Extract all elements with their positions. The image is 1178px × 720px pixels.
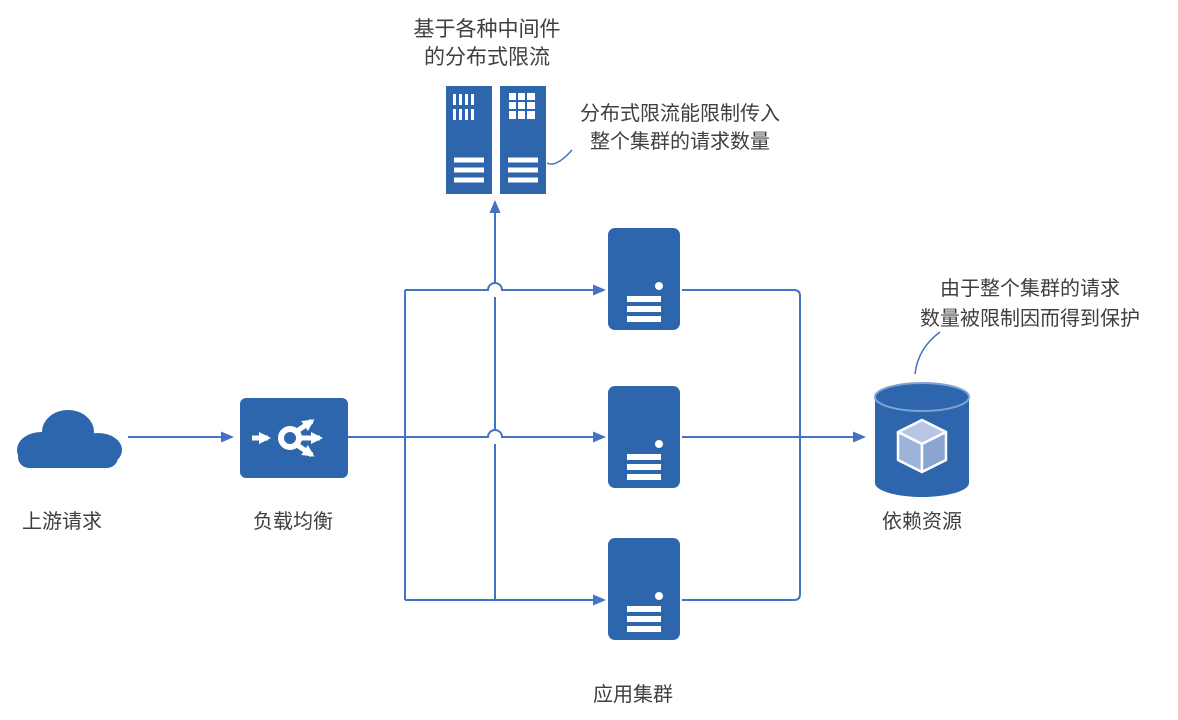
node-app-server-3 [608,538,680,645]
protection-note-line-2: 数量被限制因而得到保护 [920,308,1140,330]
app-server-icon [608,228,680,330]
upstream-label: 上游请求 [22,511,102,533]
node-database [872,380,972,505]
node-rate-limiter [446,86,546,199]
app-server-icon [608,386,680,488]
protection-note: 由于整个集群的请求 数量被限制因而得到保护 [920,274,1140,334]
node-load-balancer [240,398,348,483]
node-app-server-1 [608,228,680,335]
diagram-title-line-2: 的分布式限流 [424,46,550,69]
dependency-label: 依赖资源 [882,511,962,533]
node-upstream [8,400,126,483]
load-balancer-label: 负载均衡 [253,511,333,533]
cloud-icon [17,410,122,468]
protection-note-line-1: 由于整个集群的请求 [940,278,1120,300]
diagram-title: 基于各种中间件 的分布式限流 [414,16,561,72]
app-cluster-label: 应用集群 [593,684,673,706]
load-balancer-icon [240,398,348,478]
line-top-server-to-merge [682,289,801,437]
cube-icon [896,418,948,474]
diagram-title-line-1: 基于各种中间件 [413,18,561,41]
arrow-lb-to-middle-server [348,429,606,443]
database-icon [874,382,970,497]
rate-limiter-note-line-2: 整个集群的请求数量 [590,131,770,153]
protect-note-pointer [914,331,941,375]
rate-limiter-note-line-1: 分布式限流能限制传入 [580,103,780,125]
line-bottom-server-to-merge [682,437,801,601]
limiter-note-pointer [546,149,573,165]
app-server-icon [608,538,680,640]
rate-limiter-note: 分布式限流能限制传入 整个集群的请求数量 [580,100,780,156]
rate-limiter-middleware-icon [446,86,546,194]
node-app-server-2 [608,386,680,493]
arrow-to-top-server [405,282,606,296]
